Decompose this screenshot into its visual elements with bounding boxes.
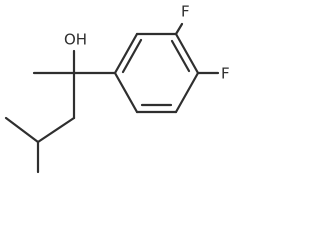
hydroxyl-label: OH (64, 31, 87, 49)
fluorine-meta-label: F (181, 3, 190, 21)
bond-ring-to-f-meta (174, 22, 184, 36)
ring-bond-c6-c1 (113, 71, 139, 114)
bond-ch2-to-isopropyl (36, 116, 76, 144)
ring-double-bond-right (170, 39, 191, 73)
ring-double-bond-upper-left (121, 38, 143, 74)
bond-isopropyl-methyl-upper (4, 116, 40, 144)
fluorine-para-label: F (221, 65, 230, 83)
ring-bond-c3-c4 (174, 32, 200, 75)
chemical-structure: OH F F (4, 3, 230, 174)
ring-bond-c4-c5 (174, 71, 200, 114)
ring-bond-c1-c2 (113, 32, 139, 75)
